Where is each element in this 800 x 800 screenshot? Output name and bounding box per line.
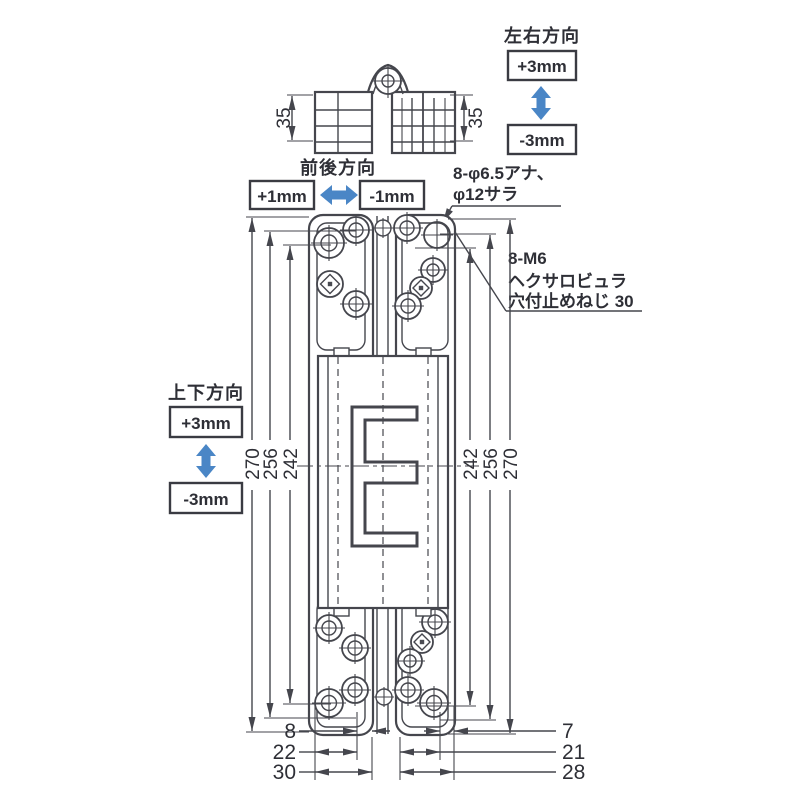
adjustment-lateral: 左右方向 +3mm -3mm <box>504 25 580 156</box>
set-screw-ring <box>395 646 425 676</box>
screw-note-line1: 8-M6 <box>508 249 547 268</box>
dim-top-view-left: 35 <box>274 94 313 142</box>
dimension-lines-left: 270 256 242 <box>243 216 356 733</box>
lateral-direction-label: 左右方向 <box>504 25 580 46</box>
note-set-screws: 8-M6 ヘクサロビュラ 穴付止めねじ 30 <box>445 217 642 312</box>
dim-top-view-right: 35 <box>450 94 487 142</box>
front-back-plus-box <box>248 179 316 211</box>
vertical-direction-label: 上下方向 <box>168 382 244 403</box>
top-view-right-block <box>390 90 457 155</box>
top-view: 35 35 <box>274 63 487 155</box>
dim-242-right: 242 <box>461 448 482 480</box>
dim-270-right: 270 <box>501 448 522 480</box>
dimension-bottom-right: 7 21 28 <box>399 706 585 784</box>
screw-note-line2: ヘクサロビュラ <box>508 272 627 291</box>
dim-8-bottom-left: 8 <box>284 720 296 743</box>
vertical-minus-box <box>168 481 244 515</box>
screw-phillips <box>417 686 451 720</box>
set-screw-hexalobular <box>410 630 434 654</box>
adjustment-vertical: 上下方向 +3mm -3mm <box>168 382 244 515</box>
front-back-direction-label: 前後方向 <box>300 157 376 178</box>
screw-phillips <box>312 686 346 720</box>
screw-note-line3: 穴付止めねじ 30 <box>508 291 634 311</box>
hole-note-line2: φ12サラ <box>453 185 518 204</box>
dimension-lines-right: 242 256 270 <box>415 218 522 735</box>
vertical-minus-value: -3mm <box>183 490 228 509</box>
set-screw-hexalobular <box>409 276 433 300</box>
screw-phillips <box>340 214 372 246</box>
lateral-plus-box <box>506 49 578 82</box>
screw-phillips <box>392 290 424 322</box>
top-view-pivot-arch <box>366 63 410 98</box>
dim-28-bottom-right: 28 <box>562 761 585 784</box>
dim-35-right: 35 <box>466 107 487 128</box>
lateral-plus-value: +3mm <box>517 57 567 76</box>
adjustment-front-back: 前後方向 +1mm -1mm <box>248 157 426 211</box>
dim-256-left: 256 <box>261 448 282 480</box>
front-back-minus-value: -1mm <box>369 187 414 206</box>
screw-phillips <box>339 674 371 706</box>
hinge-knuckle-bottom <box>374 608 394 734</box>
screw-phillips <box>339 632 371 664</box>
front-back-minus-box <box>358 179 426 211</box>
dimension-bottom-left: 8 22 30 <box>273 706 390 784</box>
dim-30-bottom-left: 30 <box>273 761 296 784</box>
dim-270-left: 270 <box>243 448 264 480</box>
screw-phillips <box>313 612 345 644</box>
screw-phillips <box>311 225 347 261</box>
screw-phillips <box>340 288 372 320</box>
lateral-minus-value: -3mm <box>519 131 564 150</box>
screw-phillips <box>391 212 423 244</box>
hinge-arm-profile <box>350 405 419 548</box>
set-screw-ring <box>418 255 448 285</box>
vertical-plus-value: +3mm <box>181 414 231 433</box>
double-arrow-vertical-icon <box>531 86 551 120</box>
hinge-body-case <box>316 347 450 617</box>
lateral-minus-box <box>506 123 578 156</box>
hole-note-line1: 8-φ6.5アナ、 <box>453 164 554 183</box>
dim-256-right: 256 <box>481 448 502 480</box>
top-view-left-block <box>313 90 374 155</box>
double-arrow-horizontal-icon <box>320 185 358 205</box>
dim-7-bottom-right: 7 <box>562 720 574 743</box>
double-arrow-vertical-icon <box>196 444 216 478</box>
front-back-plus-value: +1mm <box>257 187 307 206</box>
vertical-plus-box <box>168 405 244 439</box>
set-screw-hexalobular <box>316 270 344 298</box>
hinge-knuckle-top <box>373 216 393 356</box>
dim-22-bottom-left: 22 <box>273 741 296 764</box>
screw-phillips <box>392 674 424 706</box>
front-view <box>297 212 479 737</box>
note-countersunk-holes: 8-φ6.5アナ、 φ12サラ <box>442 164 561 223</box>
dim-35-left: 35 <box>274 107 295 128</box>
dim-21-bottom-right: 21 <box>562 741 585 764</box>
dim-242-left: 242 <box>281 448 302 480</box>
